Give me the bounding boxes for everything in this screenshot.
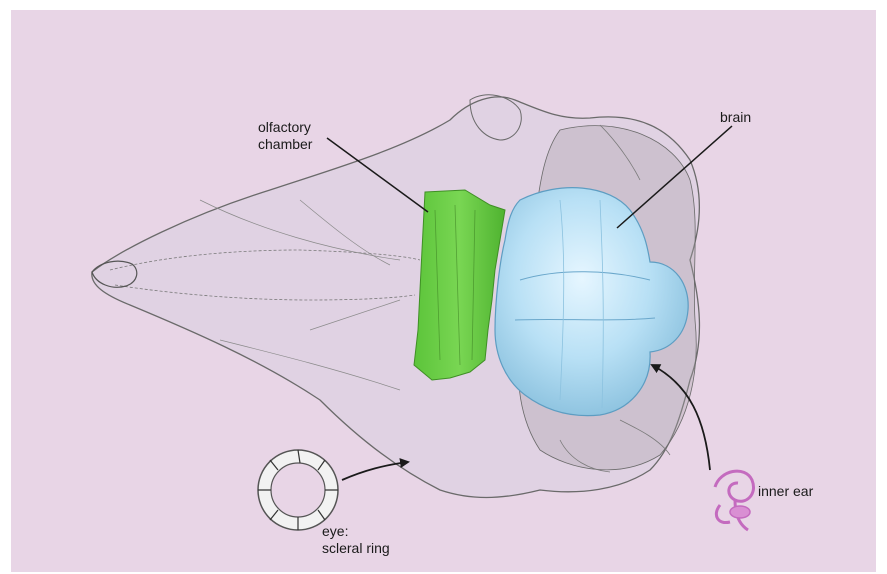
eye-label-line1: eye: [322, 523, 390, 540]
olfactory-label-line2: chamber [258, 136, 312, 153]
eye-label: eye: scleral ring [322, 523, 390, 557]
scleral-ring [258, 450, 338, 530]
eye-label-line2: scleral ring [322, 540, 390, 557]
inner-ear [715, 471, 754, 530]
olfactory-chamber-label: olfactory chamber [258, 119, 312, 153]
olfactory-label-line1: olfactory [258, 119, 312, 136]
inner-ear-label: inner ear [758, 483, 813, 500]
brain-label: brain [720, 109, 751, 126]
